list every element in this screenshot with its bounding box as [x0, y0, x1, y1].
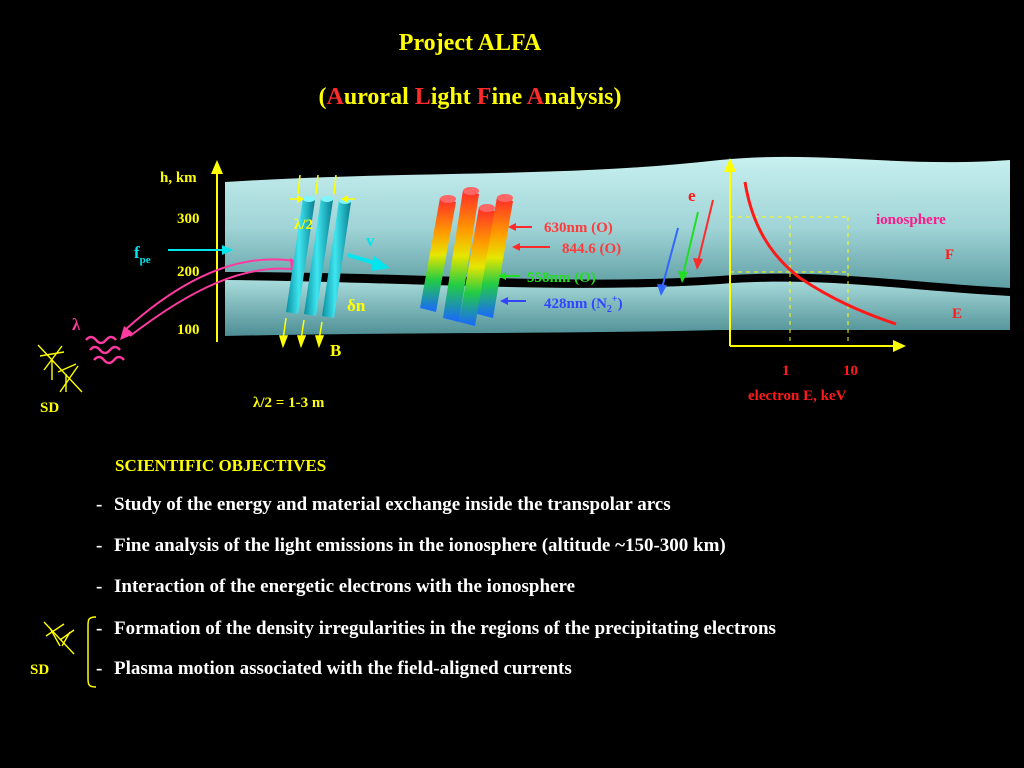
- ionosphere-band-lower: [225, 280, 1010, 336]
- sd-label-diagram: SD: [40, 400, 59, 416]
- n2-subscript: 2: [607, 304, 612, 315]
- altitude-axis-arrowhead: [211, 160, 223, 174]
- emission-arrowhead-428: [500, 297, 508, 305]
- altitude-tick-200: 200: [177, 264, 200, 280]
- electron-arrow-red: [697, 199, 714, 263]
- sd-label-objectives: SD: [30, 662, 49, 678]
- emission-label-428: 428nm (N2+): [544, 294, 623, 315]
- emission-arrowhead-844: [512, 243, 520, 251]
- emission-label-844: 844.6 (O): [562, 241, 621, 257]
- density-perturbation-label: δn: [347, 296, 366, 315]
- ionosphere-band-upper: [225, 156, 1010, 288]
- magnetic-field-label: B: [330, 341, 341, 360]
- velocity-arrowhead: [371, 256, 390, 271]
- objective-dash: -: [96, 494, 103, 515]
- fpe-subscript: pe: [140, 254, 151, 266]
- altitude-axis-label: h, km: [160, 170, 197, 186]
- objective-item: -Interaction of the energetic electrons …: [96, 576, 575, 598]
- electron-arrowhead-red: [693, 258, 703, 270]
- objectives-heading: SCIENTIFIC OBJECTIVES: [115, 456, 327, 475]
- subtitle-word-nalysis: nalysis: [544, 84, 614, 110]
- objective-text: Formation of the density irregularities …: [114, 618, 776, 639]
- plot-y-arrowhead: [724, 158, 736, 172]
- velocity-label: v: [366, 231, 375, 250]
- energy-altitude-curve: [743, 181, 897, 326]
- objective-item: -Plasma motion associated with the field…: [96, 658, 572, 680]
- half-lambda-arrowhead-left: [297, 195, 304, 203]
- altitude-tick-300: 300: [177, 211, 200, 227]
- subtitle-word-uroral: uroral: [343, 84, 415, 110]
- altitude-tick-100: 100: [177, 322, 200, 338]
- emission-label-630: 630nm (O): [544, 220, 613, 236]
- auroral-emission-cylinders: [420, 187, 513, 326]
- electron-arrow-green: [682, 211, 699, 276]
- e-layer-label: E: [952, 306, 962, 322]
- page-subtitle: (Auroral Light Fine Analysis): [0, 84, 940, 111]
- scatter-arc-arrowhead: [120, 326, 134, 340]
- emission-label-558: 558nm (O): [527, 270, 596, 286]
- fpe-label: fpe: [134, 243, 151, 266]
- objective-dash: -: [96, 576, 103, 597]
- x-tick-1: 1: [782, 363, 790, 379]
- subtitle-initial-a2: A: [526, 84, 545, 110]
- wave-icon: [85, 335, 125, 365]
- emission-arrowhead-630: [508, 223, 516, 231]
- ionosphere-label: ionosphere: [876, 212, 946, 228]
- antenna-icon-lower: [43, 621, 75, 655]
- subtitle-initial-f: F: [476, 84, 492, 110]
- electron-arrow-blue: [661, 227, 679, 289]
- half-lambda-arrowhead-right: [341, 195, 348, 203]
- objective-dash: -: [96, 618, 103, 639]
- emission-arrowhead-558: [498, 272, 506, 280]
- page-title: Project ALFA: [398, 30, 542, 56]
- objective-text: Study of the energy and material exchang…: [114, 494, 671, 515]
- fpe-arrowhead: [222, 245, 233, 255]
- half-lambda-label: λ/2: [294, 217, 313, 233]
- objective-item: -Fine analysis of the light emissions in…: [96, 535, 726, 557]
- n2-close: ): [618, 296, 623, 312]
- subtitle-word-ight: ight: [430, 84, 477, 110]
- emission-label-428-main: 428nm (N: [544, 296, 607, 312]
- subtitle-initial-a: A: [326, 84, 344, 110]
- objective-item: -Study of the energy and material exchan…: [96, 494, 671, 516]
- objective-text: Interaction of the energetic electrons w…: [114, 576, 576, 597]
- scatter-arc-outer: [124, 258, 301, 331]
- magnetic-field-lines: [278, 174, 337, 349]
- plot-grid: [730, 216, 849, 346]
- electron-label: e: [688, 186, 696, 205]
- x-axis-label: electron E, keV: [748, 388, 847, 404]
- objectives-bracket: [87, 616, 97, 688]
- fpe-main: f: [134, 243, 140, 262]
- half-lambda-equation: λ/2 = 1-3 m: [253, 395, 325, 411]
- objective-text: Plasma motion associated with the field-…: [114, 658, 572, 679]
- antenna-icon: [37, 344, 83, 393]
- objective-text: Fine analysis of the light emissions in …: [114, 535, 726, 556]
- n2-superscript: +: [612, 294, 618, 305]
- x-tick-10: 10: [843, 363, 858, 379]
- subtitle-word-ine: ine: [491, 84, 527, 110]
- objective-item: -Formation of the density irregularities…: [96, 618, 776, 640]
- electron-arrowhead-green: [678, 271, 688, 283]
- plot-x-arrowhead: [893, 340, 906, 352]
- objective-dash: -: [96, 535, 103, 556]
- lambda-label: λ: [72, 315, 81, 334]
- subtitle-open: (: [318, 84, 327, 110]
- subtitle-initial-l: L: [414, 84, 431, 110]
- f-layer-label: F: [945, 247, 954, 263]
- scatter-arc-inner: [129, 267, 301, 337]
- objective-dash: -: [96, 658, 103, 679]
- electron-arrowhead-blue: [657, 284, 667, 296]
- subtitle-close: ): [613, 84, 622, 110]
